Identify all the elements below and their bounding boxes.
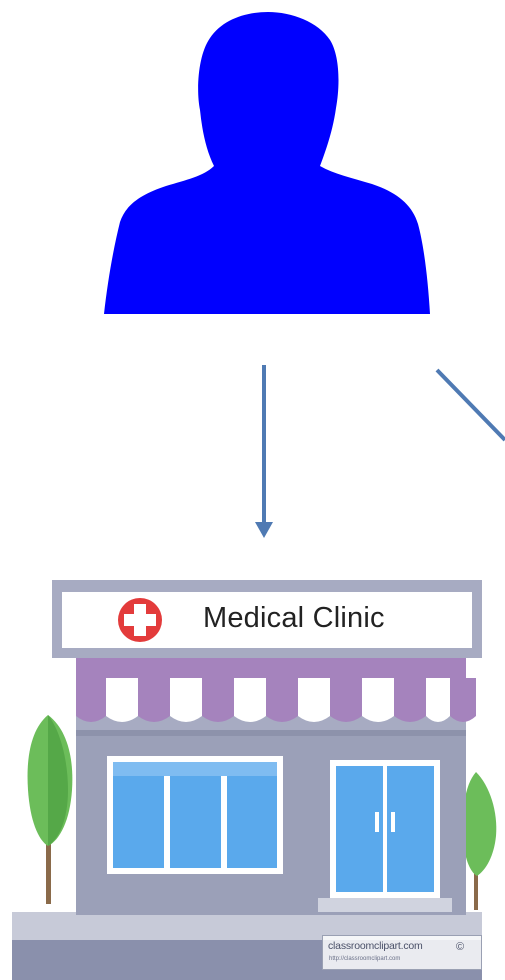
awning-stripe-4 — [170, 678, 202, 722]
shop-window-highlight — [113, 762, 277, 776]
door-right-handle — [391, 812, 395, 832]
awning-stripe-8 — [298, 678, 330, 722]
awning-scallops — [76, 678, 476, 722]
awning-stripe-3 — [138, 678, 170, 722]
door-left-handle — [375, 812, 379, 832]
sign-label: Medical Clinic — [203, 602, 385, 635]
awning-top — [76, 656, 466, 678]
medical-cross-icon — [118, 598, 162, 642]
awning-stripe-9 — [330, 678, 362, 722]
copyright-icon: © — [456, 941, 464, 953]
watermark-badge: classroomclipart.com http://classroomcli… — [322, 935, 482, 970]
awning-stripe-1 — [76, 678, 106, 722]
awning-stripe-12 — [426, 678, 450, 722]
watermark-url: http://classroomclipart.com — [329, 956, 400, 962]
awning-stripe-2 — [106, 678, 138, 722]
shop-window-pane-1 — [113, 762, 164, 868]
awning-stripe-10 — [362, 678, 394, 722]
awning-stripe-6 — [234, 678, 266, 722]
building-side-shadow — [76, 730, 466, 736]
awning-stripe-11 — [394, 678, 426, 722]
left-tree-shade — [48, 715, 68, 846]
right-tree-foliage — [463, 772, 497, 876]
cross-horizontal — [124, 614, 156, 626]
awning-stripe-7 — [266, 678, 298, 722]
shop-window-pane-3 — [227, 762, 277, 868]
watermark-name: classroomclipart.com — [328, 940, 423, 952]
awning-stripe-13 — [450, 678, 476, 722]
shop-window-pane-2 — [170, 762, 221, 868]
door-step — [318, 898, 452, 912]
awning-stripe-5 — [202, 678, 234, 722]
